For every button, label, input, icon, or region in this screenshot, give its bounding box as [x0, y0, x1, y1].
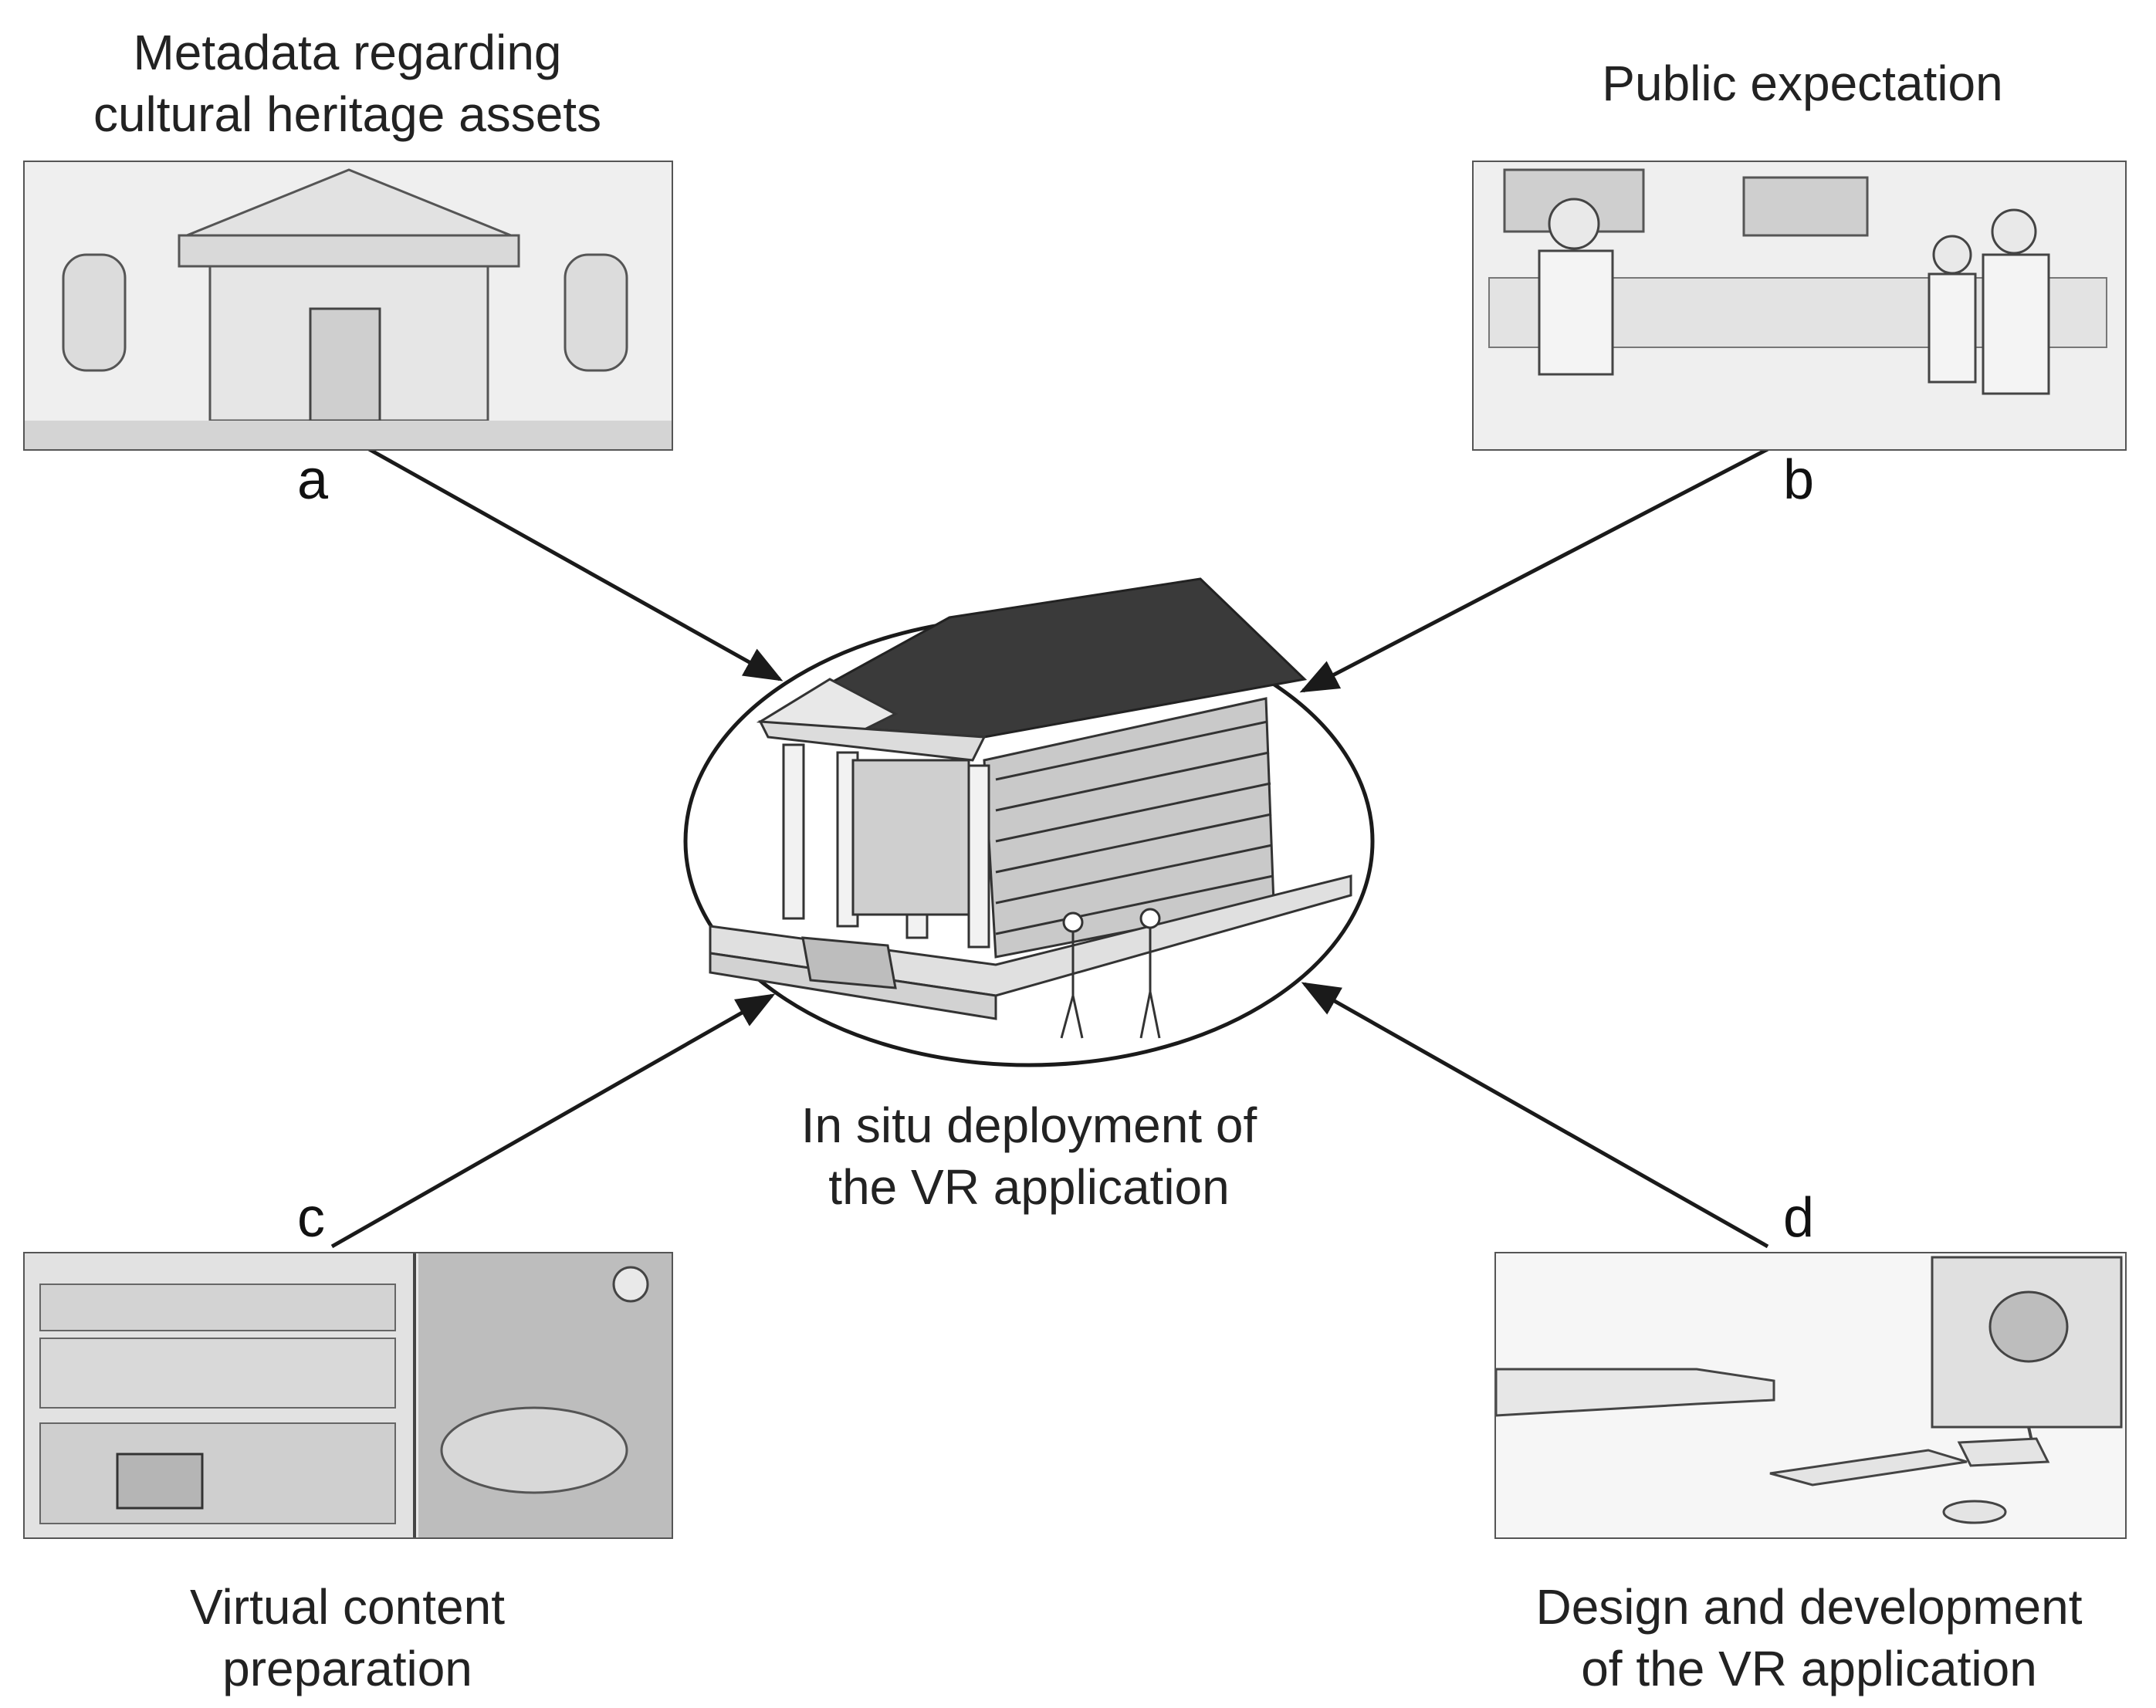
node-a-caption: Metadata regarding cultural heritage ass…	[31, 22, 664, 145]
node-b-letter: b	[1783, 449, 1815, 511]
node-c-caption: Virtual content preparation	[31, 1576, 664, 1700]
node-d-caption: Design and development of the VR applica…	[1494, 1576, 2124, 1700]
node-a-caption-line-1: Metadata regarding	[133, 25, 562, 80]
node-c-letter: c	[297, 1187, 325, 1249]
computer-workstation-sketch	[1496, 1253, 2125, 1537]
center-node	[683, 577, 1375, 1067]
node-b-image	[1472, 161, 2127, 451]
temple-illustration	[709, 577, 1352, 1039]
museum-visitors-sketch	[1474, 162, 2125, 449]
center-caption: In situ deployment of the VR application	[718, 1094, 1340, 1218]
node-c-caption-line-2: preparation	[222, 1641, 472, 1696]
arrow-a-to-center	[367, 447, 784, 682]
arrow-c-to-center	[330, 993, 776, 1249]
node-d-caption-line-1: Design and development	[1535, 1579, 2083, 1635]
node-a-image	[23, 161, 673, 451]
node-b-caption: Public expectation	[1486, 52, 2119, 114]
excavation-scan-sketch	[25, 1253, 672, 1537]
node-c-caption-line-1: Virtual content	[190, 1579, 505, 1635]
node-b-caption-line-1: Public expectation	[1602, 56, 2003, 111]
arrow-b-to-center	[1299, 447, 1769, 693]
node-c-image	[23, 1252, 673, 1539]
center-caption-line-2: the VR application	[828, 1159, 1230, 1215]
node-a-letter: a	[297, 449, 329, 511]
center-caption-line-1: In situ deployment of	[800, 1098, 1257, 1153]
node-a-caption-line-2: cultural heritage assets	[93, 86, 602, 142]
node-d-image	[1494, 1252, 2127, 1539]
node-d-caption-line-2: of the VR application	[1581, 1641, 2037, 1696]
node-d-letter: d	[1783, 1187, 1815, 1249]
museum-facade-sketch	[25, 162, 672, 449]
arrow-d-to-center	[1301, 982, 1769, 1249]
